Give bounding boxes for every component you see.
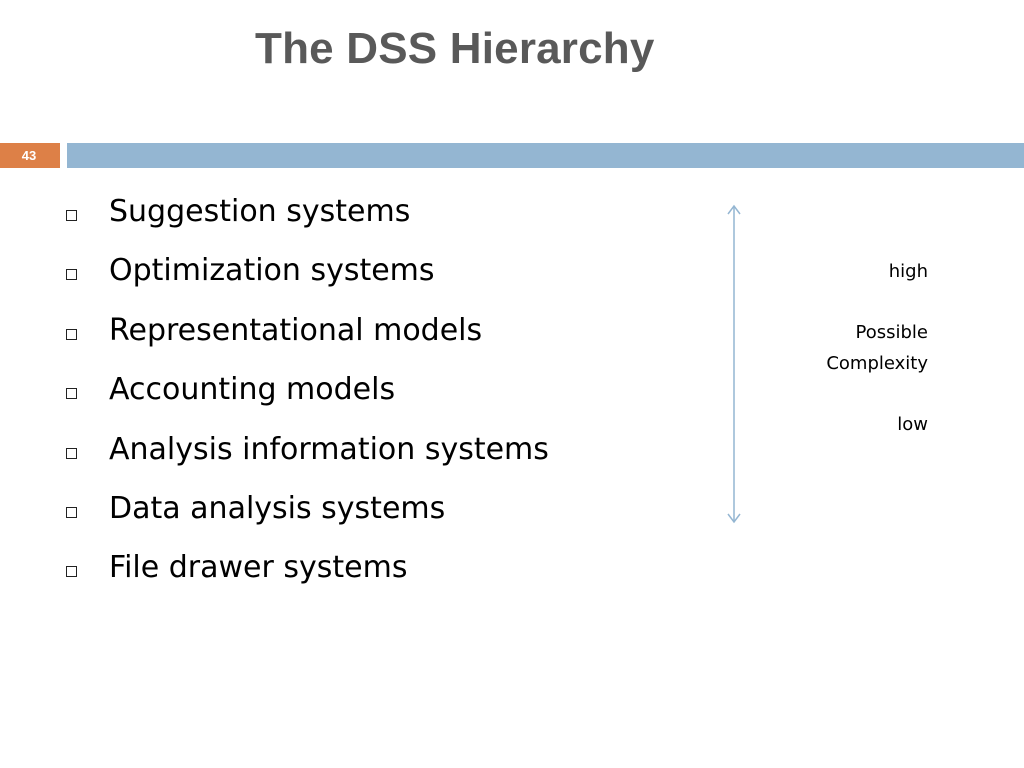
hollow-square-icon bbox=[66, 506, 77, 518]
complexity-scale-labels: high Possible Complexity low bbox=[728, 256, 928, 440]
bullet-item-analysis-information-systems: Analysis information systems bbox=[62, 428, 549, 487]
bullet-text: Analysis information systems bbox=[109, 431, 549, 467]
hollow-square-icon bbox=[66, 328, 77, 340]
bullet-list: Suggestion systems Optimization systems … bbox=[62, 190, 549, 606]
double-headed-vertical-arrow-icon bbox=[727, 204, 741, 524]
bullet-item-data-analysis-systems: Data analysis systems bbox=[62, 487, 549, 546]
complexity-low-label: low bbox=[897, 414, 928, 435]
complexity-axis-label-line2: Complexity bbox=[826, 353, 928, 374]
bullet-item-accounting-models: Accounting models bbox=[62, 368, 549, 427]
slide-number-badge: 43 bbox=[0, 143, 60, 168]
bullet-text: Data analysis systems bbox=[109, 490, 446, 526]
label-gap bbox=[728, 379, 928, 409]
bullet-text: Representational models bbox=[109, 312, 483, 348]
hollow-square-icon bbox=[66, 447, 77, 459]
complexity-axis-label-line1: Possible bbox=[855, 322, 928, 343]
bullet-text: File drawer systems bbox=[109, 550, 408, 586]
hollow-square-icon bbox=[66, 269, 77, 281]
bullet-text: Suggestion systems bbox=[109, 194, 411, 229]
slide-title: The DSS Hierarchy bbox=[255, 24, 655, 73]
hollow-square-icon bbox=[66, 566, 77, 578]
bullet-item-optimization-systems: Optimization systems bbox=[62, 249, 549, 308]
bullet-item-file-drawer-systems: File drawer systems bbox=[62, 546, 549, 605]
label-gap bbox=[728, 287, 928, 317]
hollow-square-icon bbox=[66, 210, 77, 221]
complexity-high-label: high bbox=[888, 261, 928, 282]
header-accent-bar bbox=[67, 143, 1024, 168]
bullet-text: Accounting models bbox=[109, 372, 396, 408]
bullet-item-suggestion-systems: Suggestion systems bbox=[62, 190, 549, 249]
bullet-text: Optimization systems bbox=[109, 253, 435, 289]
hollow-square-icon bbox=[66, 388, 77, 400]
bullet-item-representational-models: Representational models bbox=[62, 309, 549, 368]
